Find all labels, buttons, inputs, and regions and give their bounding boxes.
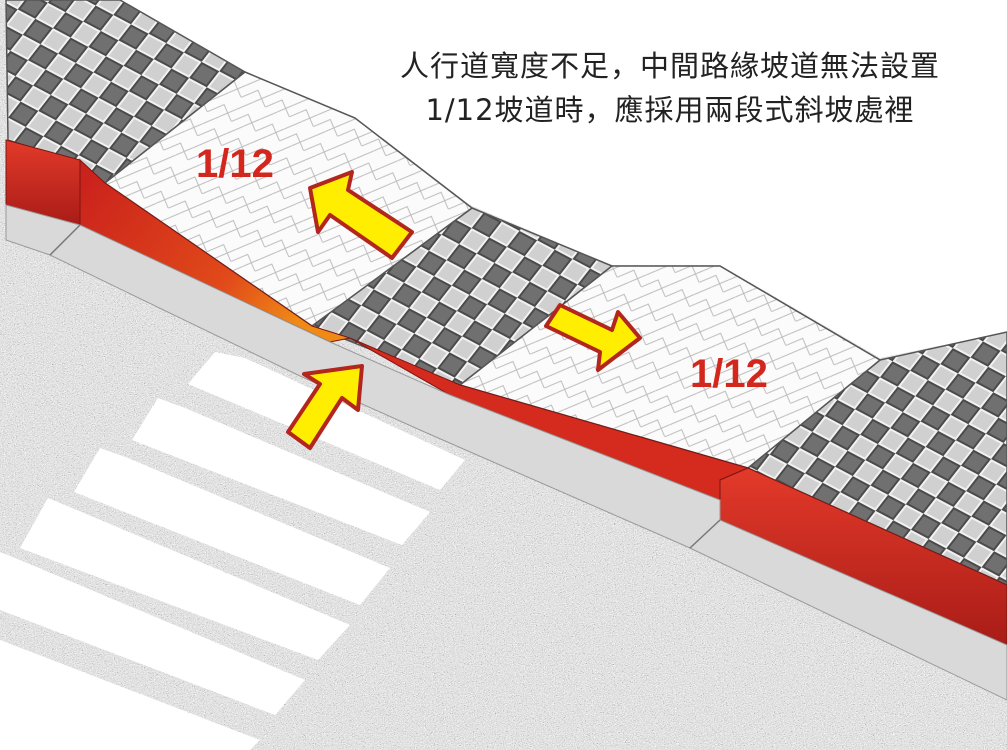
caption-line-2: 1/12坡道時，應採用兩段式斜坡處裡 <box>425 93 915 127</box>
crosswalk-stripe <box>0 640 260 750</box>
slope-label-right: 1/12 <box>690 352 768 396</box>
slope-label-left: 1/12 <box>196 142 274 186</box>
background-sky <box>0 0 1007 358</box>
crosswalk-stripe <box>74 448 390 605</box>
crosswalk-stripe <box>20 498 350 660</box>
arrow-down-right-icon <box>544 303 642 372</box>
arrow-up-left-icon <box>308 170 414 260</box>
arrow-up-right-icon <box>286 364 364 450</box>
caption-line-1: 人行道寬度不足，中間路緣坡道無法設置 <box>399 49 940 83</box>
crosswalk <box>0 352 465 750</box>
crosswalk-stripe <box>132 398 430 545</box>
caption: 人行道寬度不足，中間路緣坡道無法設置 1/12坡道時，應採用兩段式斜坡處裡 <box>360 44 980 132</box>
crosswalk-stripe <box>0 552 305 715</box>
gutter-joint <box>49 224 721 549</box>
gutter-strip <box>5 204 1007 701</box>
